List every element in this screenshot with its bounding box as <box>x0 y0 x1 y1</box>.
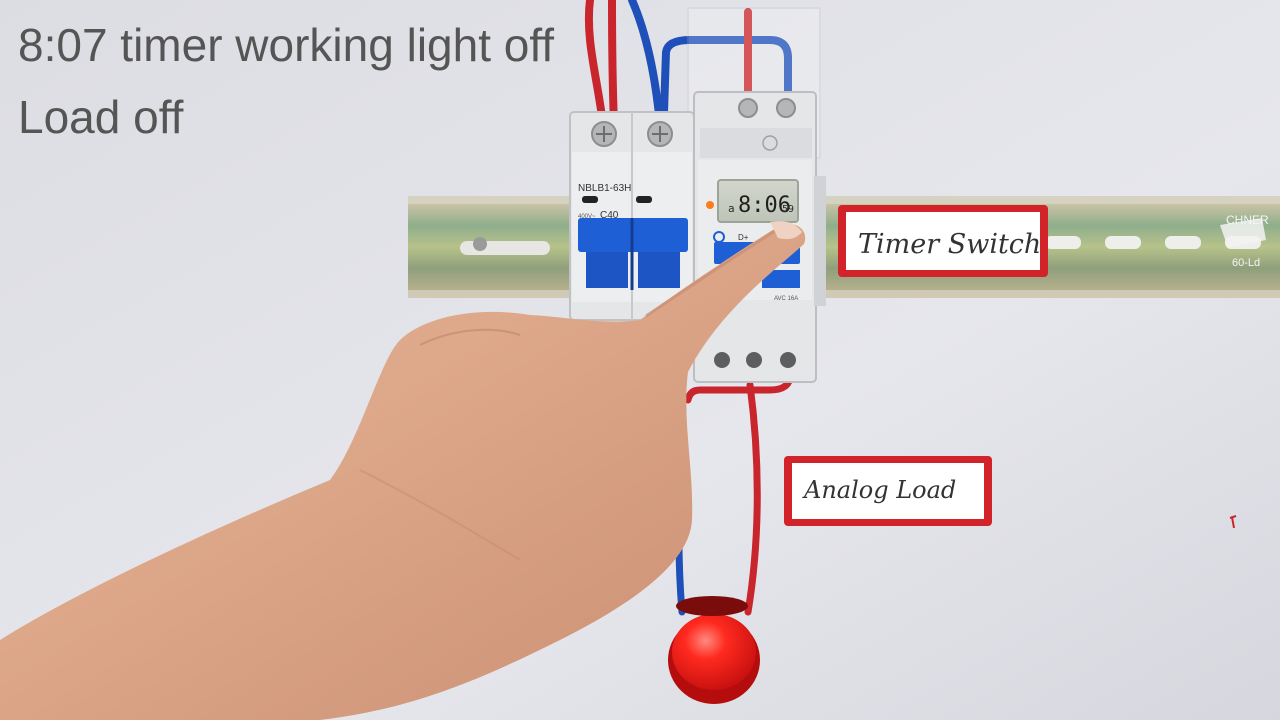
hand <box>0 221 806 720</box>
lcd-time: 8:06 <box>738 193 791 218</box>
wires-top <box>584 0 792 129</box>
indicator-lamp <box>668 596 760 704</box>
timer-switch-label: Timer Switch <box>838 205 1048 277</box>
circuit-breaker: NBLB1-63H C40 400V~ <box>569 111 695 321</box>
rail-code: 60-Ld <box>1232 257 1260 269</box>
timer-switch-device: a 8:06 59 D+ AVC 16A <box>693 91 826 383</box>
breaker-voltage: 400V~ <box>578 214 596 220</box>
timer-rating: AVC 16A <box>774 296 798 302</box>
lcd-day: a <box>728 202 735 215</box>
breaker-rating: C40 <box>600 210 619 221</box>
analog-load-label: Analog Load <box>784 456 992 526</box>
caption-line-2: Load off <box>18 91 184 143</box>
timer-switch-label-text: Timer Switch <box>858 229 1041 260</box>
lcd-seconds: 59 <box>782 204 794 215</box>
breaker-model: NBLB1-63H <box>578 183 631 194</box>
analog-load-label-text: Analog Load <box>802 476 956 504</box>
timer-button-label: D+ <box>738 233 749 242</box>
rail-brand: CHNER <box>1226 213 1269 227</box>
wall-mark <box>1229 515 1237 529</box>
caption-line-1: 8:07 timer working light off <box>18 19 555 71</box>
power-led-indicator <box>706 201 714 209</box>
timer-lcd <box>717 179 799 223</box>
